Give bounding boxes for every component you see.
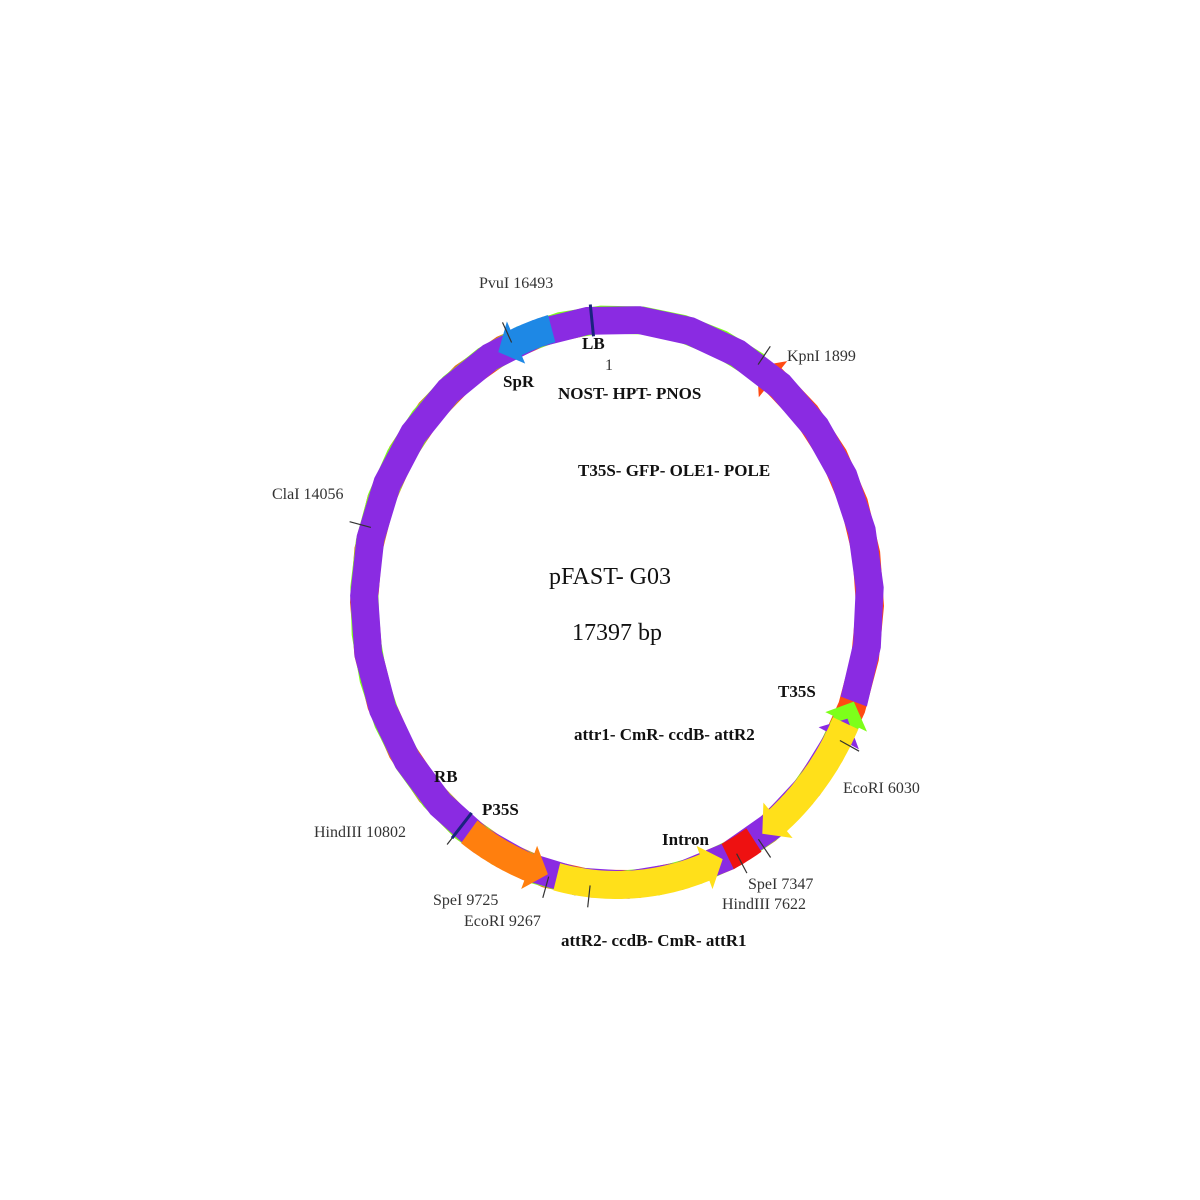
site-tick-ecori-9267 (587, 885, 591, 908)
site-tick-ecori-6030 (839, 739, 860, 752)
site-tick-kpni (757, 345, 771, 365)
site-label-clai-14056: ClaI 14056 (272, 486, 344, 503)
feature-label-t35s: T35S (778, 682, 816, 701)
feature-arrow-intron (721, 828, 762, 870)
site-label-spei-9725: SpeI 9725 (433, 892, 498, 909)
feature-arrow-p35s (461, 820, 548, 889)
site-label-hindiii-10802: HindIII 10802 (314, 824, 406, 841)
site-label-hindiii-7622: HindIII 7622 (722, 896, 806, 913)
site-label-lb: 1 (605, 357, 613, 374)
feature-label-t35s-gfp-ole1-pole: T35S- GFP- OLE1- POLE (578, 461, 770, 480)
border-mark-lb-border (588, 304, 595, 337)
rb-border-label: RB (434, 767, 458, 786)
site-tick-pvui-16493 (501, 322, 513, 343)
site-label-spei-7347: SpeI 7347 (748, 876, 813, 893)
feature-arrow-attr2-ccdb-cmr-attr1 (553, 845, 723, 899)
site-tick-spei-9725 (542, 876, 550, 898)
feature-label-spr: SpR (503, 372, 535, 391)
feature-arrow-spr (498, 315, 556, 364)
site-label-kpni: KpnI 1899 (787, 348, 856, 365)
feature-label-attr2-ccdb-cmr-attr1: attR2- ccdB- CmR- attR1 (561, 931, 747, 950)
feature-label-attr1-cmr-ccdb-attr2: attr1- CmR- ccdB- attR2 (574, 725, 755, 744)
lb-border-label: LB (582, 334, 605, 353)
feature-arrow-attr1-cmr-ccdb-attr2 (762, 717, 859, 838)
site-tick-hindiii-7622 (736, 853, 748, 874)
site-label-ecori-9267: EcoRI 9267 (464, 913, 541, 930)
border-mark-rb-border (450, 811, 473, 840)
feature-label-p35s: P35S (482, 800, 519, 819)
feature-label-intron: Intron (662, 830, 709, 849)
site-tick-clai-14056 (349, 521, 372, 528)
site-label-pvui-16493: PvuI 16493 (479, 275, 553, 292)
site-tick-layer (349, 304, 860, 908)
site-tick-spei-7347 (757, 838, 772, 858)
site-label-ecori-6030: EcoRI 6030 (843, 780, 920, 797)
plasmid-size: 17397 bp (572, 620, 662, 646)
feature-label-nost-hpt-pnos: NOST- HPT- PNOS (558, 384, 701, 403)
plasmid-name: pFAST- G03 (549, 564, 671, 590)
feature-layer (350, 305, 884, 900)
